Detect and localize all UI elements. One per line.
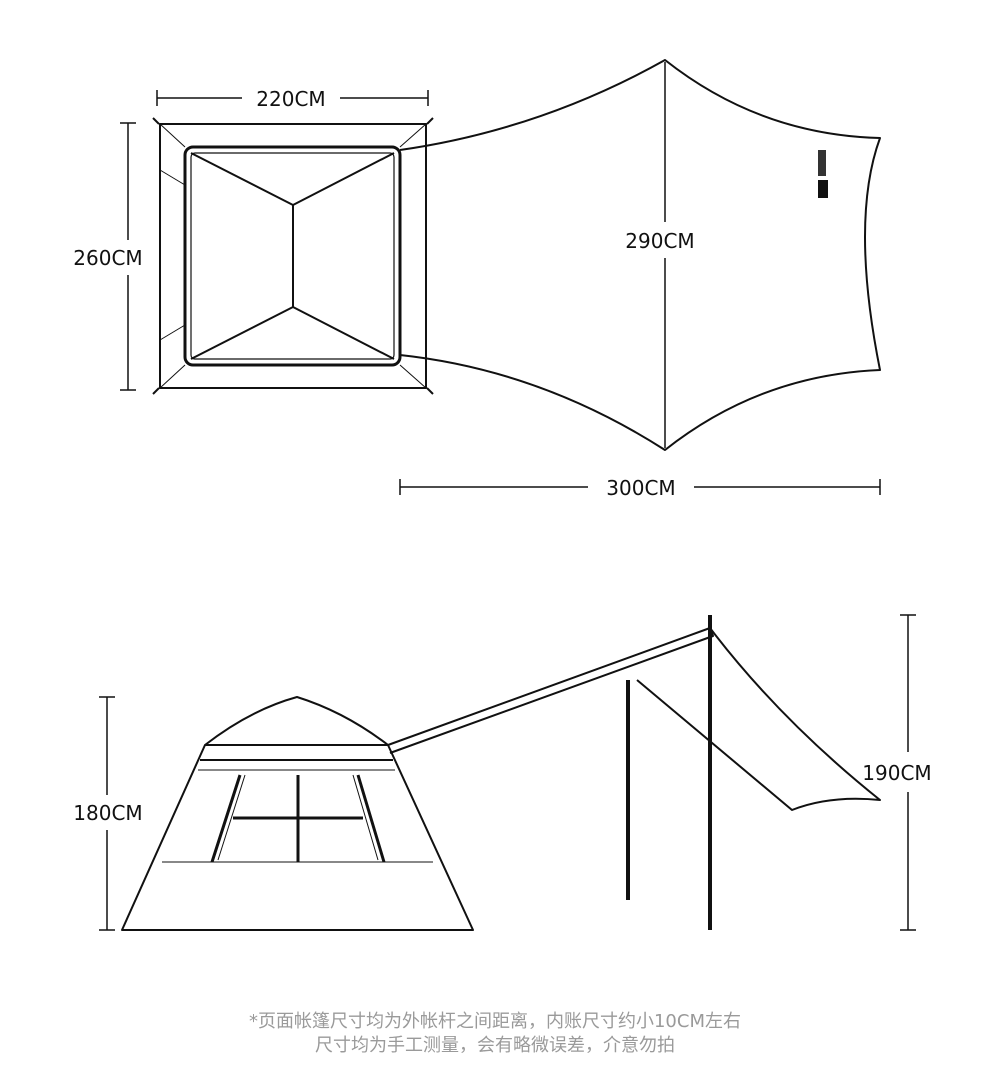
tarp-depth-label: 290CM — [625, 229, 694, 253]
footer-line-2: 尺寸均为手工测量，会有略微误差，介意勿拍 — [315, 1035, 675, 1056]
tent-height-label: 180CM — [73, 801, 142, 825]
pole-height-label: 190CM — [862, 761, 931, 785]
footer-line-1: *页面帐篷尺寸均为外帐杆之间距离，内账尺寸约小10CM左右 — [248, 1011, 741, 1032]
tent-width-label: 220CM — [256, 87, 325, 111]
tent-depth-label: 260CM — [73, 246, 142, 270]
dimension-lines-side — [99, 614, 916, 931]
tent-side-view — [121, 696, 474, 931]
footer-note: *页面帐篷尺寸均为外帐杆之间距离，内账尺寸约小10CM左右 尺寸均为手工测量，会… — [0, 1010, 990, 1058]
tarp-side-view — [387, 615, 881, 930]
tarp-length-label: 300CM — [606, 476, 675, 500]
dimension-lines-top — [120, 62, 881, 495]
brand-logo — [818, 150, 828, 198]
tarp-top-view — [399, 59, 881, 451]
tent-top-view — [152, 117, 434, 395]
